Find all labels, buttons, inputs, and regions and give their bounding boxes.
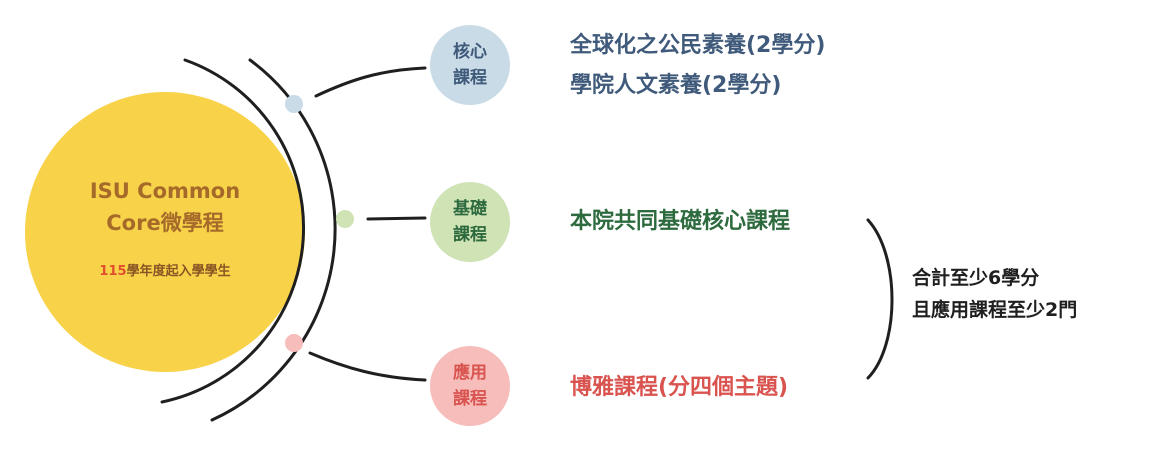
- connector-dot-applied: [285, 334, 303, 352]
- basic-course-list: 本院共同基礎核心課程: [570, 202, 790, 242]
- bubble-label-applied-line1: 應用: [453, 363, 487, 383]
- connector-line-basic: [366, 216, 427, 221]
- bubble-core: [430, 25, 510, 105]
- center-circle: [25, 92, 305, 372]
- bubble-label-applied-line2: 課程: [453, 389, 487, 409]
- bubble-label-basic-line2: 課程: [453, 225, 487, 245]
- center-subtitle-number: 115: [99, 264, 127, 279]
- connector-line-core: [314, 66, 427, 98]
- connector-dot-core: [285, 95, 303, 113]
- outer-arc-inner: [160, 58, 306, 404]
- bubble-basic: [430, 182, 510, 262]
- connector-line-applied: [308, 351, 427, 382]
- core-course-item: 學院人文素養(2學分): [570, 73, 782, 98]
- bubble-label-core: 核心 課程: [425, 39, 515, 91]
- core-course-list: 全球化之公民素養(2學分) 學院人文素養(2學分): [570, 26, 825, 106]
- bubble-label-basic: 基礎 課程: [425, 196, 515, 248]
- bubble-applied: [430, 346, 510, 426]
- bubble-label-core-line2: 課程: [453, 68, 487, 88]
- bubble-label-core-line1: 核心: [453, 42, 487, 62]
- bubble-label-applied: 應用 課程: [425, 360, 515, 412]
- summary-bracket: [866, 218, 894, 380]
- basic-course-item: 本院共同基礎核心課程: [570, 209, 791, 234]
- center-title: ISU Common Core微學程: [60, 175, 270, 239]
- summary-line2: 且應用課程至少2門: [912, 299, 1078, 321]
- applied-course-list: 博雅課程(分四個主題): [570, 368, 788, 408]
- center-subtitle: 115學年度起入學學生: [60, 260, 270, 279]
- applied-course-item: 博雅課程(分四個主題): [570, 375, 789, 400]
- center-title-line2: Core微學程: [106, 211, 224, 235]
- summary-line1: 合計至少6學分: [912, 267, 1040, 289]
- bubble-label-basic-line1: 基礎: [453, 199, 487, 219]
- requirement-summary: 合計至少6學分 且應用課程至少2門: [912, 262, 1077, 326]
- center-subtitle-rest: 學年度起入學學生: [126, 264, 231, 279]
- center-title-line1: ISU Common: [89, 179, 241, 203]
- connector-dot-basic: [336, 210, 354, 228]
- core-course-item: 全球化之公民素養(2學分): [570, 33, 826, 58]
